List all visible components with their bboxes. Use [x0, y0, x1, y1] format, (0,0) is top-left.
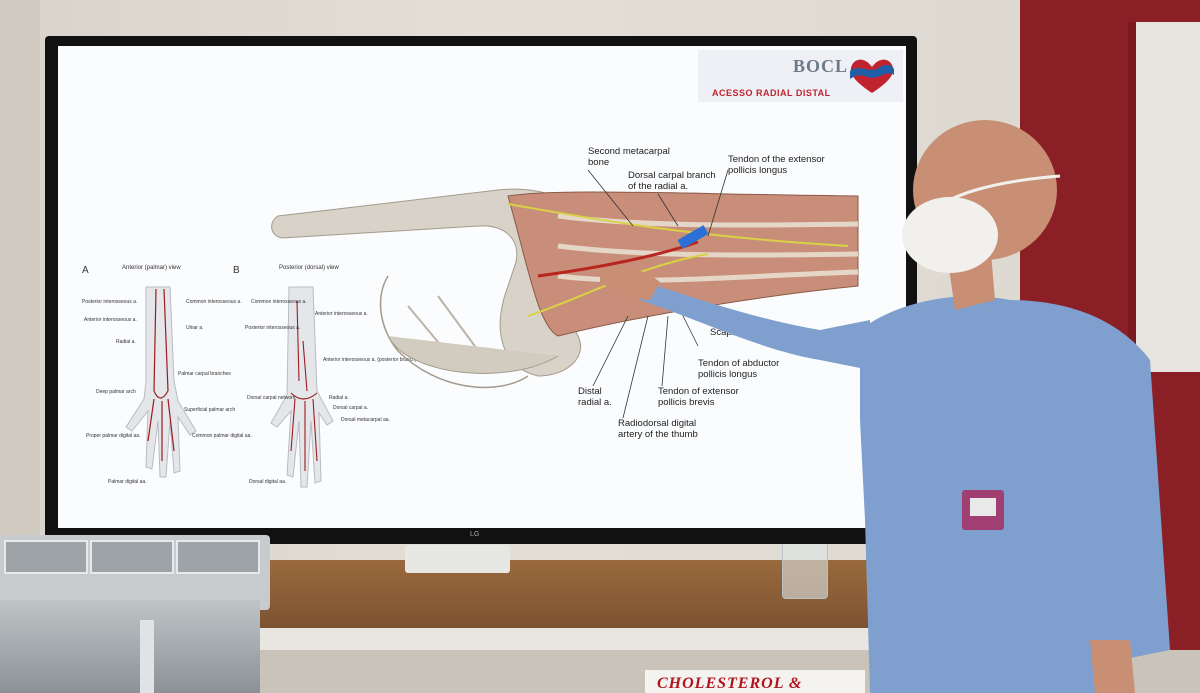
panel-a-label-5: Proper palmar digital aa.: [86, 433, 141, 439]
heart-logo-icon: [850, 59, 894, 93]
wooden-shelf: [240, 560, 880, 630]
panel-a-label-8: Ulnar a.: [186, 325, 204, 331]
panel-a: A Anterior (palmar) view Posterior inter…: [78, 261, 252, 511]
presentation-slide: BOCL ACESSO RADIAL DISTAL A Anterior (pa…: [58, 46, 906, 528]
panel-b-label-7: Radial a.: [329, 395, 349, 401]
panel-a-label-3: Radial a.: [116, 339, 136, 345]
panel-a-label-1: Posterior interosseous a.: [82, 299, 138, 305]
panel-b-label-6: Anterior interosseous a. (posterior bran…: [323, 357, 417, 363]
panel-a-label-9: Palmar carpal branches: [178, 371, 231, 377]
tray-slot: [90, 540, 174, 574]
cart-handle: [140, 620, 154, 693]
door-window: [1128, 22, 1200, 372]
shelf-edge: [240, 628, 880, 650]
panel-a-label-2: Anterior interosseous a.: [84, 317, 137, 323]
posterior-arm-illustration: [270, 286, 334, 488]
label-radiodorsal: Radiodorsal digital artery of the thumb: [618, 418, 698, 440]
logo-caption: ACESSO RADIAL DISTAL: [712, 88, 831, 98]
panel-b-label-5: Anterior interosseous a.: [315, 311, 368, 317]
label-tendon-abductor: Tendon of abductor pollicis longus: [698, 358, 780, 380]
panel-a-letter: A: [82, 265, 89, 276]
panel-a-title: Anterior (palmar) view: [122, 265, 181, 271]
label-dorsal-carpal-branch: Dorsal carpal branch of the radial a.: [628, 170, 716, 192]
tv-brand: LG: [470, 531, 480, 538]
panel-b-label-8: Dorsal carpal a.: [333, 405, 369, 411]
banner-text: CHOLESTEROL &: [657, 675, 803, 692]
panel-b-letter: B: [233, 265, 240, 276]
slide-logo: BOCL ACESSO RADIAL DISTAL: [698, 50, 903, 102]
panel-a-label-6: Palmar digital aa.: [108, 479, 147, 485]
panel-b-label-4: Dorsal digital aa.: [249, 479, 287, 485]
panel-b-label-9: Dorsal metacarpal aa.: [341, 417, 390, 423]
panel-a-label-4: Deep palmar arch: [96, 389, 136, 395]
tray-slot: [176, 540, 260, 574]
panel-b-label-2: Posterior interosseous a.: [245, 325, 301, 331]
panel-b: B Posterior (dorsal) view Common interos…: [233, 261, 417, 511]
banner-sign: CHOLESTEROL &: [645, 670, 865, 693]
panel-a-label-11: Common palmar digital aa.: [192, 433, 252, 439]
label-tendon-extensor-longus: Tendon of the extensor pollicis longus: [728, 154, 825, 176]
panel-a-label-7: Common interosseous a.: [186, 299, 242, 305]
anterior-arm-illustration: [125, 286, 197, 478]
label-tendon-extensor-brevis: Tendon of extensor pollicis brevis: [658, 386, 739, 408]
hand-dissection-illustration: [271, 188, 859, 389]
metal-cart: [0, 600, 260, 693]
tray-slot: [4, 540, 88, 574]
power-strip: [405, 545, 510, 573]
logo-mark: BOCL: [793, 56, 849, 76]
panel-b-title: Posterior (dorsal) view: [279, 265, 339, 271]
label-second-metacarpal: Second metacarpal bone: [588, 146, 670, 168]
panel-b-label-1: Common interosseous a.: [251, 299, 307, 305]
label-distal-radial: Distal radial a.: [578, 386, 612, 408]
panel-b-label-3: Dorsal carpal network: [247, 395, 296, 401]
panel-a-label-10: Superficial palmar arch: [184, 407, 236, 413]
